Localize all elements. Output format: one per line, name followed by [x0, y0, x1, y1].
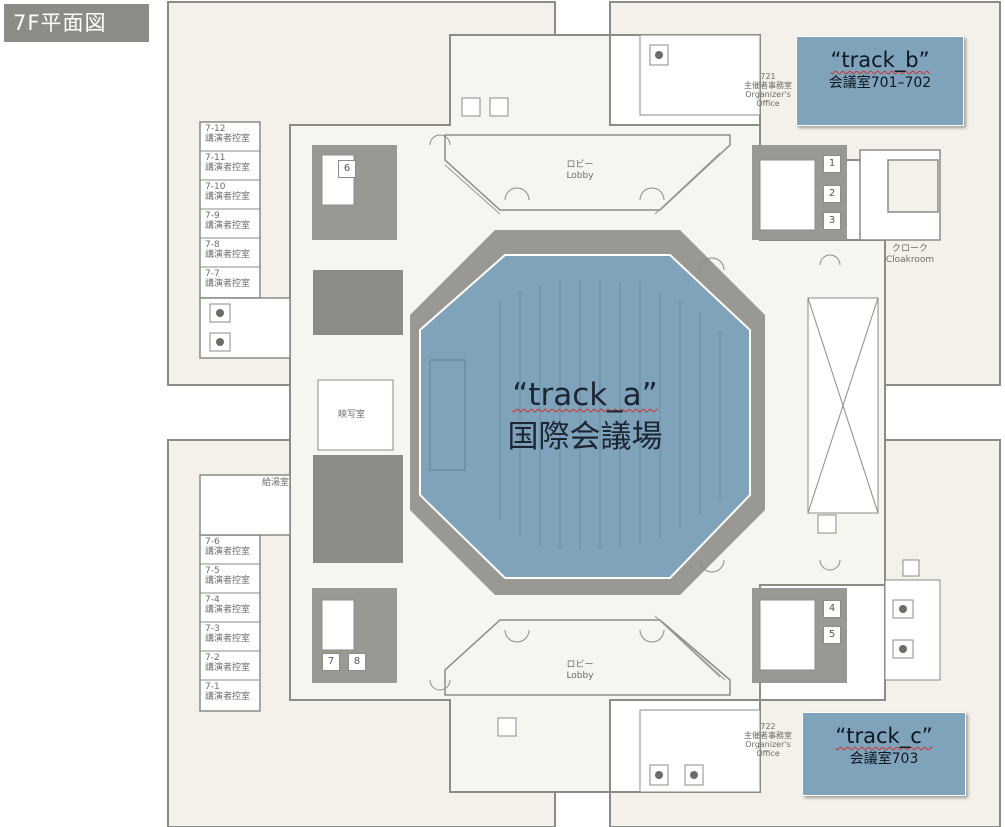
- service-block-upper: [313, 270, 403, 335]
- track-c-room: 会議室703: [849, 751, 919, 767]
- kitchenette-label: 給湯室: [262, 478, 290, 488]
- service-block-lower: [313, 455, 403, 563]
- projection-room-label: 映写室: [338, 410, 366, 420]
- accessible-restroom-icon: [461, 97, 481, 117]
- track-a-room: 国際会議場: [507, 419, 663, 455]
- track-a-label: “track_a” 国際会議場: [425, 375, 745, 457]
- projection-room-box: [317, 379, 394, 451]
- elevator-7-label: 7: [322, 653, 340, 671]
- kitchenette-block: [199, 474, 291, 536]
- page-title: 7F平面図: [4, 4, 149, 42]
- elevator-5-label: 5: [823, 626, 841, 644]
- accessible-restroom-icon: [489, 97, 509, 117]
- accessible-restroom-icon: [497, 717, 517, 737]
- track-b-room: 会議室701–702: [828, 75, 932, 91]
- main-hall-highlight: [419, 254, 751, 579]
- elevator-8-label: 8: [348, 653, 366, 671]
- se-restrooms-2: [884, 579, 941, 681]
- track-b-box: “track_b” 会議室701–702: [796, 36, 964, 126]
- track-a-name: “track_a”: [512, 377, 658, 413]
- track-b-name: “track_b”: [830, 48, 930, 72]
- accessible-restroom-icon: [817, 514, 837, 534]
- elevator-2-label: 2: [823, 185, 841, 203]
- telephone-icon: [902, 559, 920, 577]
- elevator-1-label: 1: [823, 155, 841, 173]
- track-c-box: “track_c” 会議室703: [802, 712, 966, 796]
- track-c-name: “track_c”: [835, 724, 933, 748]
- elevator-3-label: 3: [823, 212, 841, 230]
- elevator-6-label: 6: [338, 160, 356, 178]
- elevator-4-label: 4: [823, 600, 841, 618]
